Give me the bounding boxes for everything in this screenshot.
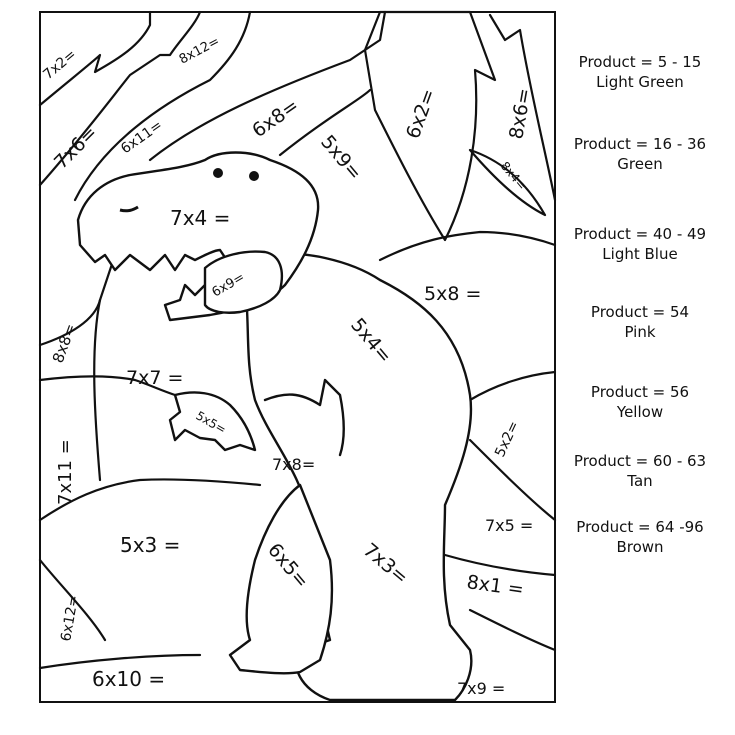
band-8x1-top[interactable] [443,553,557,577]
problem-7x8[interactable]: 7x8= [272,455,315,474]
legend-color-name: Yellow [616,403,664,421]
dino-mouth[interactable] [203,250,284,314]
band-7x2[interactable] [38,10,152,107]
dinosaur [76,151,473,702]
legend-color-name: Green [617,155,663,173]
problem-5x3[interactable]: 5x3 = [120,533,180,557]
band-5x3-top[interactable] [38,478,262,522]
legend-product: Product = 54 [590,303,690,321]
band-5x9[interactable] [278,88,372,157]
problem-6x10[interactable]: 6x10 = [92,667,165,691]
legend-product: Product = 60 - 63 [573,452,707,470]
band-7x6[interactable] [38,10,202,187]
leaf-6x2[interactable] [363,10,497,242]
leaf-8x6[interactable] [488,13,557,202]
legend-product: Product = 16 - 36 [573,135,707,153]
problem-7x7[interactable]: 7x7 = [126,367,183,389]
legend-item-brown: Product = 64 -96 Brown [560,517,720,557]
problem-7x11[interactable]: 7x11 = [55,439,76,505]
legend-item-pink: Product = 54 Pink [560,302,720,342]
dino-eye-right [249,171,259,181]
band-6x10-top[interactable] [38,653,202,670]
band-5x8-top[interactable] [378,230,557,262]
legend-color-name: Light Green [596,73,684,91]
legend-color-name: Light Blue [602,245,678,263]
dino-eye-left [213,168,223,178]
dino-arm[interactable] [168,391,257,452]
legend-item-yellow: Product = 56 Yellow [560,382,720,422]
problem-7x4[interactable]: 7x4 = [170,206,230,230]
problem-5x8[interactable]: 5x8 = [424,283,481,305]
dino-arm-back [263,378,345,457]
legend-product: Product = 40 - 49 [573,225,707,243]
band-7x11-right[interactable] [93,298,102,482]
band-5x2-top[interactable] [468,370,557,402]
legend-product: Product = 56 [590,383,690,401]
legend-color-name: Tan [627,472,653,490]
band-7x7[interactable] [38,375,177,397]
legend-item-light-green: Product = 5 - 15 Light Green [560,52,720,92]
problem-7x5[interactable]: 7x5 = [485,516,533,535]
legend-product: Product = 64 -96 [576,518,704,536]
leaf-8x4[interactable] [468,148,547,217]
legend-product: Product = 5 - 15 [578,53,702,71]
band-7x9-top[interactable] [468,608,557,652]
region-outlines [38,10,557,670]
legend-item-green: Product = 16 - 36 Green [560,134,720,174]
band-7x5-top[interactable] [468,438,557,522]
legend-item-tan: Product = 60 - 63 Tan [560,451,720,491]
problem-7x9[interactable]: 7x9 = [457,679,505,698]
dino-nostril [119,205,139,213]
legend-color-name: Brown [616,538,664,556]
dino-body[interactable] [243,252,473,702]
dino-leg[interactable] [228,483,334,675]
band-6x12-right[interactable] [38,558,107,642]
band-6x8[interactable] [148,10,387,162]
problem-6x12[interactable]: 6x12= [58,594,82,643]
band-6x11[interactable] [73,10,252,202]
legend-item-light-blue: Product = 40 - 49 Light Blue [560,224,720,264]
legend-color-name: Pink [624,323,656,341]
